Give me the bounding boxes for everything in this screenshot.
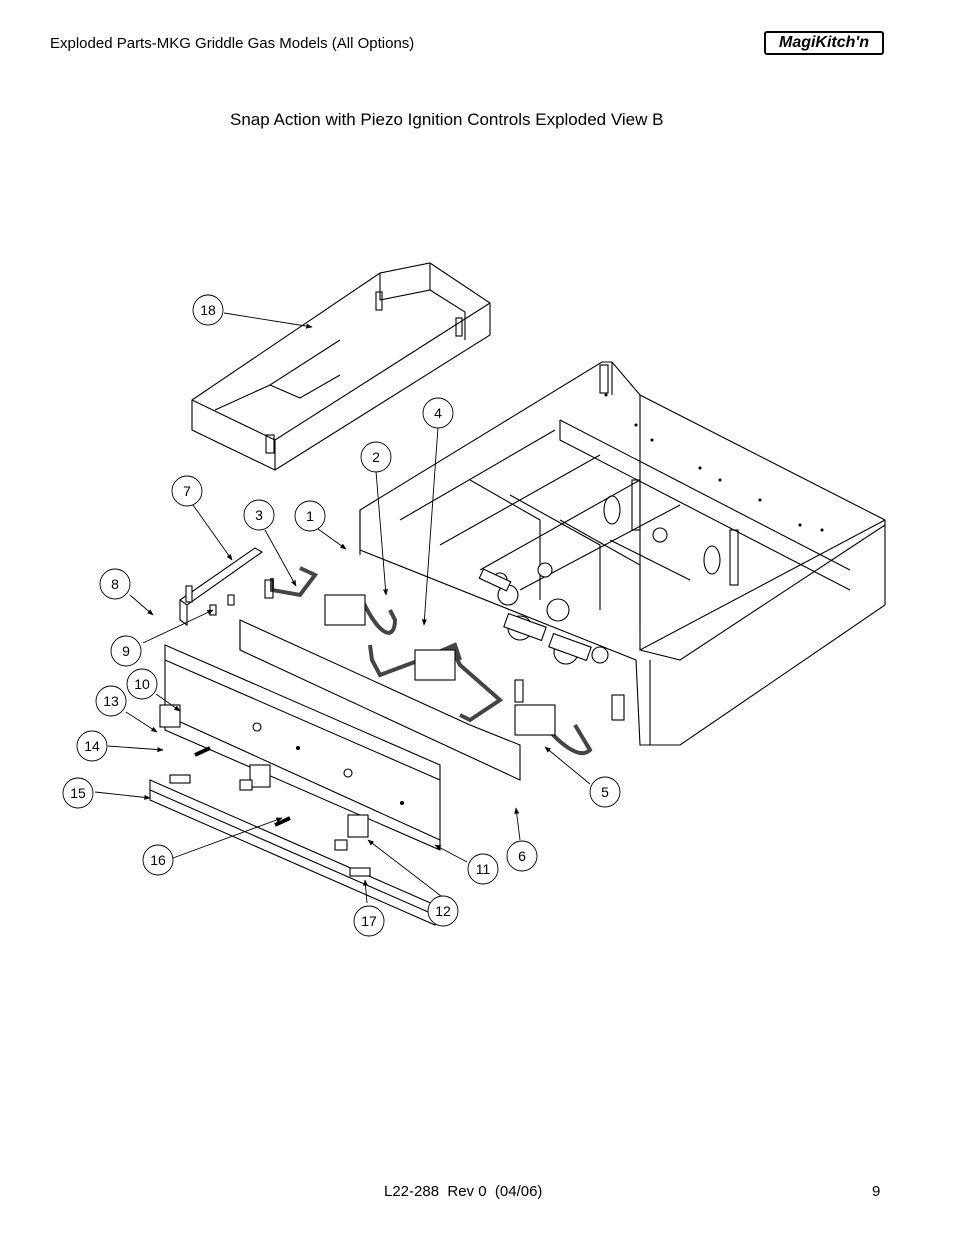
callout-5: 5	[589, 776, 621, 808]
gas-valve-assembly	[478, 527, 668, 665]
callout-9: 9	[110, 635, 142, 667]
callout-8: 8	[99, 568, 131, 600]
callout-14: 14	[76, 730, 108, 762]
callout-13: 13	[95, 685, 127, 717]
callout-12-label: 12	[435, 903, 451, 919]
bracket-part-7	[179, 547, 264, 627]
callout-3: 3	[243, 499, 275, 531]
callout-8-label: 8	[111, 576, 119, 592]
callout-18: 18	[192, 294, 224, 326]
document-header-title: Exploded Parts-MKG Griddle Gas Models (A…	[50, 35, 415, 52]
callout-18-label: 18	[200, 302, 216, 318]
callout-17: 17	[353, 905, 385, 937]
diagram-title: Snap Action with Piezo Ignition Controls…	[230, 110, 664, 129]
callout-11: 11	[467, 853, 499, 885]
callout-3-label: 3	[255, 507, 263, 523]
callout-1: 1	[294, 500, 326, 532]
callout-2: 2	[360, 441, 392, 473]
brand-logo: MagiKitch'n	[764, 31, 884, 55]
control-panel-front	[149, 644, 441, 926]
callout-14-label: 14	[84, 738, 100, 754]
callout-9-label: 9	[122, 643, 130, 659]
leader-lines	[94, 312, 591, 904]
page-number: 9	[872, 1183, 881, 1200]
callout-2-label: 2	[372, 449, 380, 465]
callout-11-label: 11	[476, 861, 491, 877]
document-reference: L22-288 Rev 0 (04/06)	[384, 1183, 543, 1200]
callout-16-label: 16	[150, 852, 166, 868]
callout-4: 4	[422, 397, 454, 429]
callout-12: 12	[427, 895, 459, 927]
manifold-and-tubing	[239, 566, 593, 781]
callout-10: 10	[126, 668, 158, 700]
callout-7: 7	[171, 475, 203, 507]
callout-5-label: 5	[601, 784, 609, 800]
callout-15: 15	[62, 777, 94, 809]
callout-16: 16	[142, 844, 174, 876]
callout-6-label: 6	[518, 848, 526, 864]
callout-13-label: 13	[103, 693, 119, 709]
callout-6: 6	[506, 840, 538, 872]
callout-10-label: 10	[134, 676, 150, 692]
callout-4-label: 4	[434, 405, 442, 421]
callout-15-label: 15	[70, 785, 86, 801]
brand-logo-text: MagiKitch'n	[778, 34, 870, 51]
top-tray-part-18	[191, 262, 491, 471]
callout-7-label: 7	[183, 483, 191, 499]
callout-1-label: 1	[306, 508, 314, 524]
callout-17-label: 17	[361, 913, 377, 929]
